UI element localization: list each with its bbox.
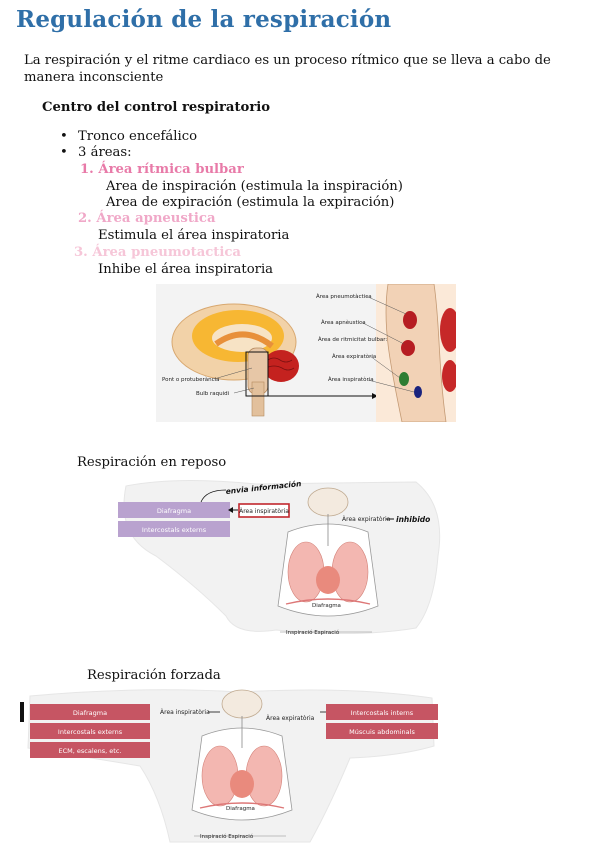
forced-caption: Respiración forzada xyxy=(87,668,221,683)
brain-illustration xyxy=(171,303,299,417)
rest-center-label: Àrea inspiratòria xyxy=(239,508,289,515)
bullet-item: • Tronco encefálico xyxy=(60,129,197,144)
area-3-title: 3. Área pneumotactica xyxy=(74,245,241,260)
page-title: Regulación de la respiración xyxy=(16,6,392,33)
forced-box-diafragma-label: Diafragma xyxy=(73,709,107,717)
area-2-line-1: Estimula el área inspiratoria xyxy=(98,228,290,243)
area-2-title: 2. Área apneustica xyxy=(78,211,216,226)
forced-right-label: Àrea expiratòria xyxy=(266,715,315,722)
rest-right-label: Àrea expiratòria xyxy=(342,516,391,523)
label-expiratoria: Àrea expiratòria xyxy=(332,353,376,360)
area-1-line-1: Area de inspiración (estimula la inspira… xyxy=(106,179,403,194)
rest-box-diafragma-label: Diafragma xyxy=(157,507,191,515)
label-ritmica: Àrea de ritmicitat bulbar: xyxy=(318,336,387,343)
label-apneustica: Àrea apnèustica xyxy=(321,319,366,326)
label-inspiratoria: Àrea inspiratòria xyxy=(328,376,374,383)
rest-box-intercostals xyxy=(118,521,230,537)
forced-box-ecm xyxy=(30,742,150,758)
forced-box-intercostals-interns-label: Intercostals interns xyxy=(351,709,414,717)
rest-center-box xyxy=(238,503,290,518)
forced-box-ecm-label: ECM, escalens, etc. xyxy=(59,747,122,755)
label-pneumotaxica: Àrea pneumotàctica xyxy=(316,293,372,300)
section-heading: Centro del control respiratorio xyxy=(42,100,271,115)
rest-organ-label: Diafragma xyxy=(312,603,341,609)
rest-torso-illustration xyxy=(277,487,379,617)
rest-caption: Respiración en reposo xyxy=(77,455,227,470)
rest-breathing-figure: Diafragma Intercostals externs Àrea insp… xyxy=(118,479,441,636)
bullet-dot-icon: • xyxy=(60,129,68,144)
forced-breathing-figure: Diafragma Intercostals externs ECM, esca… xyxy=(20,689,438,843)
forced-box-abdominals xyxy=(326,723,438,739)
forced-torso-illustration xyxy=(191,689,293,821)
rest-handwritten-right: inhibido xyxy=(396,515,430,524)
forced-left-edge-mark xyxy=(20,702,24,722)
forced-center-label: Àrea inspiratòria xyxy=(160,709,210,716)
bullet-text: Tronco encefálico xyxy=(78,129,198,144)
bullet-dot-icon: • xyxy=(60,145,68,160)
label-pont: Pont o protuberància xyxy=(162,376,220,383)
forced-box-diafragma xyxy=(30,704,150,720)
rest-box-intercostals-label: Intercostals externs xyxy=(142,526,207,534)
forced-organ-label: Diafragma xyxy=(226,806,255,812)
forced-box-abdominals-label: Múscuis abdominals xyxy=(349,728,415,736)
brain-figure: Pont o protuberància Bulb raquidi Àrea p… xyxy=(156,284,456,422)
label-bulb: Bulb raquidi xyxy=(196,391,230,397)
rest-box-diafragma xyxy=(118,502,230,518)
intro-paragraph: La respiración y el ritme cardiaco es un… xyxy=(24,53,551,85)
forced-scale-text: Inspiració Espiració xyxy=(200,833,254,840)
bullet-text: 3 áreas: xyxy=(78,145,132,160)
rest-scale-text: Inspiració Espiració xyxy=(286,629,340,636)
forced-box-intercostals-label: Intercostals externs xyxy=(58,728,123,736)
area-1-line-2: Area de expiración (estimula la expiraci… xyxy=(106,195,395,210)
area-3-line-1: Inhibe el área inspiratoria xyxy=(98,262,274,277)
bullet-item: • 3 áreas: xyxy=(60,145,132,160)
forced-box-intercostals xyxy=(30,723,150,739)
brainstem-zoom xyxy=(376,284,456,422)
area-1-title: 1. Área rítmica bulbar xyxy=(80,162,244,177)
forced-box-intercostals-interns xyxy=(326,704,438,720)
